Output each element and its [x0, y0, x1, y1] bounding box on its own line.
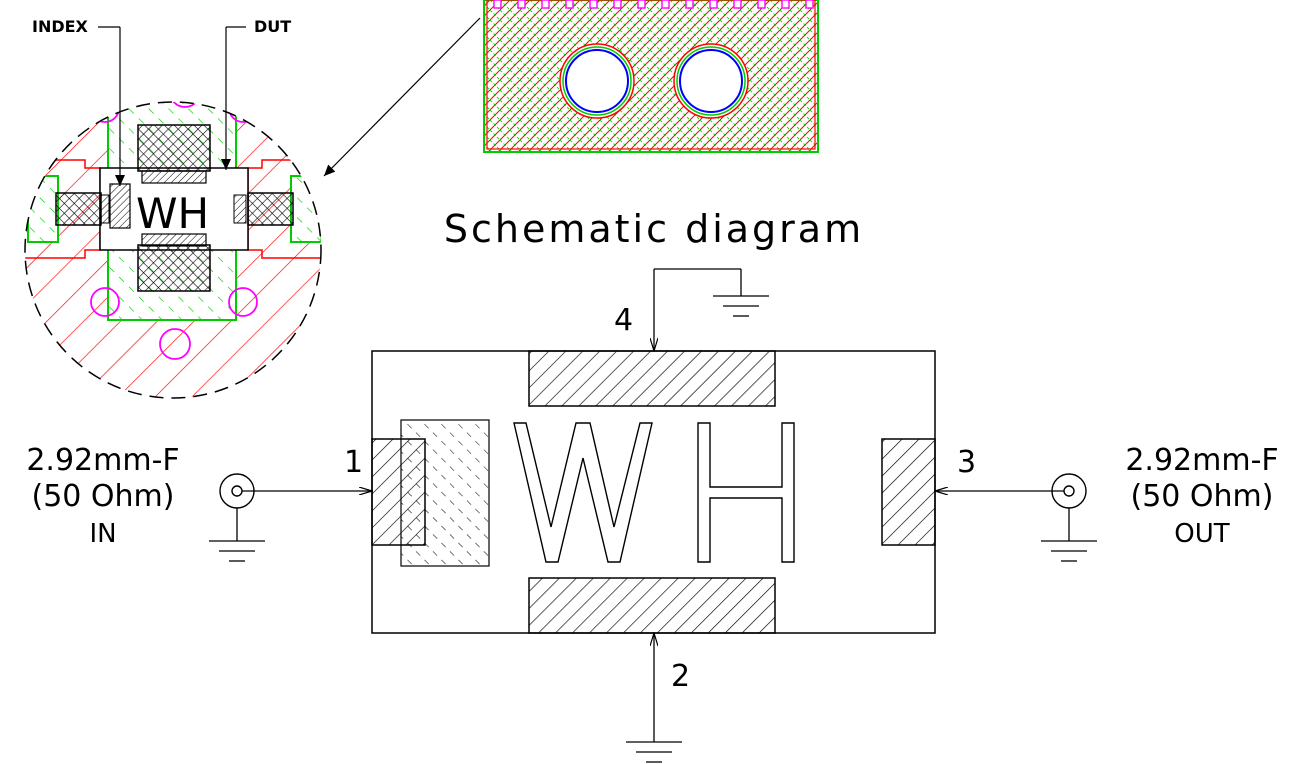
port2-ground-connection	[626, 633, 682, 763]
mounting-hole-left	[559, 43, 635, 119]
index-label: INDEX	[32, 17, 89, 36]
output-coax-connector	[935, 473, 1097, 562]
port-label-2: 2	[671, 659, 690, 694]
footprint-board	[483, 0, 819, 153]
output-connector-impedance: (50 Ohm)	[1131, 479, 1274, 514]
output-connector-type: 2.92mm-F	[1125, 443, 1278, 478]
device-marking-small: WH	[136, 189, 209, 238]
port-label-1: 1	[344, 445, 363, 480]
ground-strip-bottom	[528, 577, 776, 634]
output-connector-direction: OUT	[1174, 519, 1229, 549]
main-schematic	[371, 350, 936, 634]
input-connector-direction: IN	[89, 519, 116, 549]
port-label-4: 4	[614, 303, 633, 338]
port4-ground-connection	[654, 268, 769, 351]
input-connector-impedance: (50 Ohm)	[32, 479, 175, 514]
output-connector-label: 2.92mm-F (50 Ohm) OUT	[1125, 443, 1278, 549]
port3-pad	[881, 438, 936, 546]
footprint-via-row	[493, 0, 814, 9]
callout-dut: DUT	[221, 17, 291, 170]
magnified-detail-view: WH	[24, 101, 322, 399]
callout-index: INDEX	[32, 17, 125, 186]
device-marking-h	[697, 422, 795, 563]
diagram-title: Schematic diagram	[444, 207, 864, 251]
connector-footprint-detail	[483, 0, 819, 153]
input-coax-connector	[209, 473, 372, 562]
detail-leader-line	[323, 17, 481, 177]
input-connector-label: 2.92mm-F (50 Ohm) IN	[26, 443, 179, 549]
detail-circle-border	[24, 101, 322, 399]
port-label-3: 3	[957, 445, 976, 480]
mounting-hole-right	[673, 43, 749, 119]
device-marking-w	[513, 422, 653, 563]
ground-strip-top	[528, 350, 776, 407]
port1-pad	[371, 438, 426, 546]
input-connector-type: 2.92mm-F	[26, 443, 179, 478]
dut-label: DUT	[254, 17, 291, 36]
